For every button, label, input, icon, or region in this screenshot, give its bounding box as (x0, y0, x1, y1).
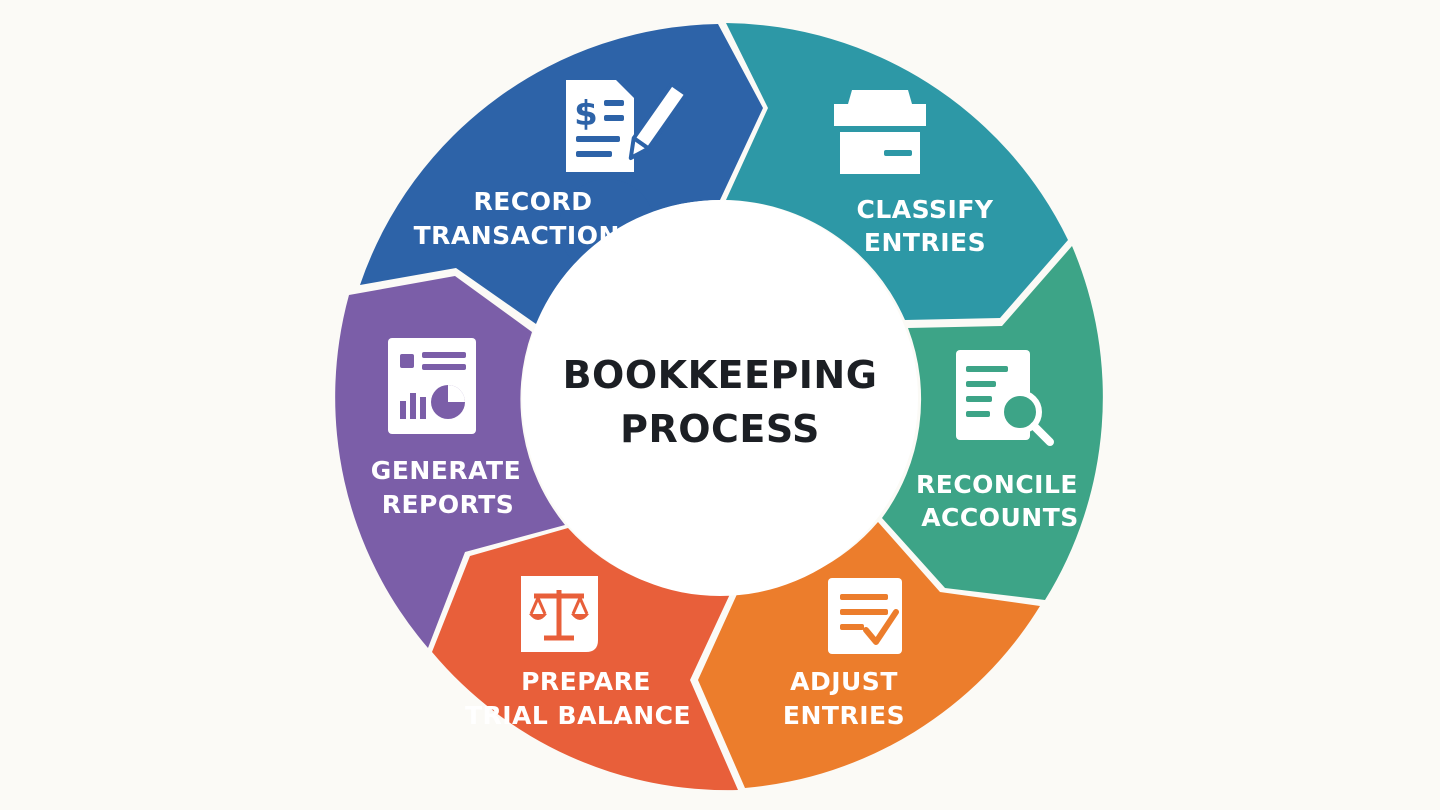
report-chart-icon (388, 338, 476, 434)
balance-scale-icon (521, 576, 598, 652)
file-box-icon (834, 90, 926, 174)
step-label-classify-line1: CLASSIFY (857, 195, 994, 224)
segment-prepare-trial-balance (432, 528, 738, 791)
step-label-generate-line1: GENERATE (371, 456, 521, 485)
step-label-classify-line2: ENTRIES (864, 228, 986, 257)
step-label-adjust-line2: ENTRIES (783, 701, 905, 730)
step-label-prepare-line1: PREPARE (521, 667, 651, 696)
step-label-reconcile-line2: ACCOUNTS (921, 503, 1079, 532)
svg-text:$: $ (574, 94, 598, 134)
document-magnifier-icon (956, 350, 1054, 446)
step-label-reconcile-line1: RECONCILE (916, 470, 1078, 499)
step-label-prepare-line2: TRIAL BALANCE (465, 701, 691, 730)
center-title-line1: BOOKKEEPING (563, 353, 878, 397)
step-label-generate-line2: REPORTS (382, 490, 515, 519)
document-checkmark-icon (828, 578, 902, 654)
dollar-document-pencil-icon: $ (566, 80, 688, 172)
step-label-adjust-line1: ADJUST (790, 667, 898, 696)
center-title-line2: PROCESS (620, 407, 820, 451)
segment-adjust-entries (698, 522, 1040, 788)
step-label-record-line1: RECORD (474, 187, 593, 216)
center-circle (522, 200, 918, 596)
step-label-record-line2: TRANSACTIONS (414, 221, 639, 250)
